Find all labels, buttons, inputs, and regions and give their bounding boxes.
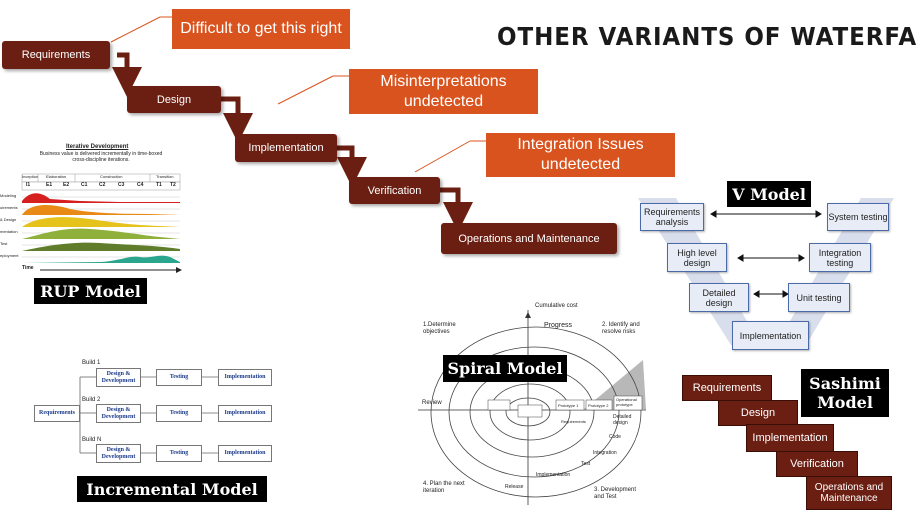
callout-misinterpretations: Misinterpretations undetected bbox=[349, 69, 538, 114]
waterfall-step-design: Design bbox=[127, 86, 221, 113]
sashimi-step-design: Design bbox=[718, 400, 798, 426]
rup-phase-chart bbox=[21, 173, 182, 273]
incremental-connectors bbox=[74, 376, 218, 454]
incremental-testing-1: Testing bbox=[156, 369, 202, 386]
rup-diagram: Iterative Development Business value is … bbox=[0, 143, 190, 278]
v-model-detailed-design: Detailed design bbox=[689, 283, 749, 312]
incremental-design-dev-n: Design & Development bbox=[96, 444, 141, 463]
rup-band-requirements bbox=[22, 205, 180, 215]
sashimi-step-implementation: Implementation bbox=[746, 424, 834, 452]
step-arrow bbox=[440, 187, 473, 232]
v-model-system-testing: System testing bbox=[827, 203, 889, 231]
v-model-label: V Model bbox=[727, 181, 811, 207]
spiral-model-label: Spiral Model bbox=[443, 355, 567, 382]
rup-model-label: RUP Model bbox=[34, 278, 147, 304]
rup-band-design bbox=[22, 217, 180, 227]
rup-chart-subtitle: Business value is delivered incrementall… bbox=[39, 151, 163, 163]
v-model-implementation: Implementation bbox=[732, 321, 809, 350]
callout-leader bbox=[110, 16, 161, 43]
sashimi-step-operations: Operations and Maintenance bbox=[806, 476, 892, 510]
sashimi-model-label: Sashimi Model bbox=[801, 369, 889, 417]
waterfall-step-verification: Verification bbox=[349, 177, 440, 204]
spiral-axis-cumulative-cost: Cumulative cost bbox=[535, 303, 578, 309]
rup-time-label: Time bbox=[22, 265, 34, 271]
v-model-requirements-analysis: Requirements analysis bbox=[640, 203, 704, 231]
incremental-testing-n: Testing bbox=[156, 445, 202, 462]
v-model-unit-testing: Unit testing bbox=[788, 283, 850, 312]
step-arrow bbox=[337, 145, 367, 187]
spiral-review: Review bbox=[422, 400, 442, 406]
waterfall-step-operations: Operations and Maintenance bbox=[441, 223, 617, 254]
incremental-model-label: Incremental Model bbox=[77, 476, 267, 502]
sashimi-step-verification: Verification bbox=[776, 451, 858, 477]
callout-leader bbox=[414, 140, 471, 173]
incremental-testing-2: Testing bbox=[156, 405, 202, 422]
spiral-quadrant-2: 2. Identify and resolve risks bbox=[602, 322, 640, 335]
incremental-design-dev-1: Design & Development bbox=[96, 368, 141, 387]
waterfall-step-implementation: Implementation bbox=[235, 134, 337, 162]
spiral-quadrant-3: 3. Development and Test bbox=[594, 487, 637, 500]
incremental-requirements: Requirements bbox=[34, 405, 80, 422]
spiral-quadrant-1: 1.Determine objectives bbox=[423, 322, 456, 335]
callout-difficult: Difficult to get this right bbox=[172, 9, 350, 49]
rup-band-modeling bbox=[22, 193, 180, 203]
rup-band-deployment bbox=[22, 255, 180, 263]
v-model-high-level-design: High level design bbox=[667, 243, 727, 272]
callout-leader bbox=[277, 75, 334, 105]
incremental-implementation-2: Implementation bbox=[218, 405, 272, 422]
incremental-implementation-n: Implementation bbox=[218, 445, 272, 462]
incremental-design-dev-2: Design & Development bbox=[96, 404, 141, 423]
page-title: OTHER VARIANTS OF WATERFALL bbox=[497, 22, 918, 51]
sashimi-step-requirements: Requirements bbox=[682, 375, 772, 401]
rup-band-implementation bbox=[22, 228, 180, 239]
spiral-quadrant-4: 4. Plan the next iteration bbox=[423, 481, 465, 494]
waterfall-step-requirements: Requirements bbox=[2, 41, 110, 69]
step-arrow bbox=[112, 52, 142, 97]
step-arrow bbox=[221, 96, 253, 143]
spiral-diagram bbox=[418, 310, 646, 505]
spiral-progress: Progress bbox=[544, 322, 573, 329]
incremental-implementation-1: Implementation bbox=[218, 369, 272, 386]
callout-integration: Integration Issues undetected bbox=[486, 133, 675, 177]
v-model-integration-testing: Integration testing bbox=[809, 243, 871, 272]
rup-chart-title: Iterative Development bbox=[66, 144, 129, 150]
rup-band-test bbox=[22, 242, 180, 251]
